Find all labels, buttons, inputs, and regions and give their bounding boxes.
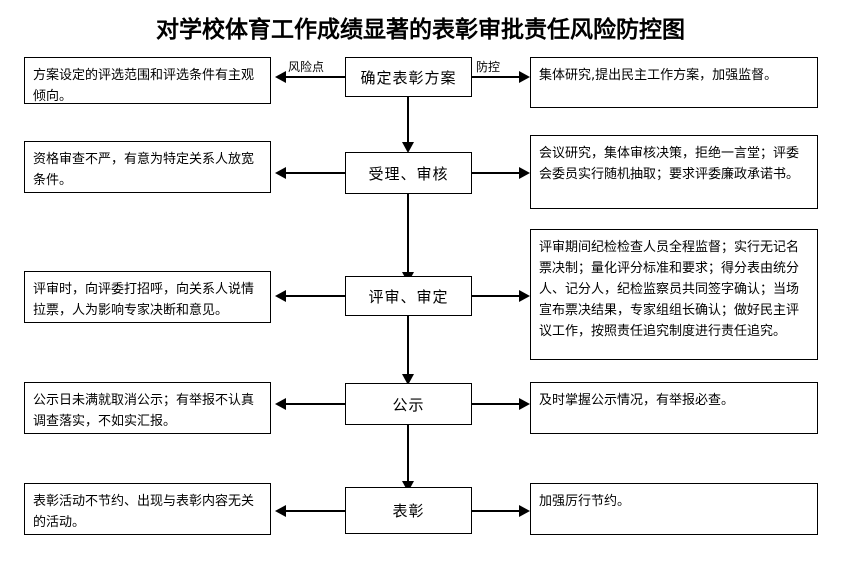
connector-risk-4 [286, 403, 345, 405]
control-box-4: 及时掌握公示情况，有举报必查。 [530, 382, 818, 434]
connector-control-2 [472, 172, 519, 174]
control-box-2: 会议研究，集体审核决策，拒绝一言堂；评委会委员实行随机抽取；要求评委廉政承诺书。 [530, 135, 818, 209]
connector-control-4 [472, 403, 519, 405]
connector-stage-1-2 [407, 97, 409, 146]
stage-box-4: 公示 [345, 383, 472, 425]
arrow-down-3 [402, 374, 414, 385]
arrow-down-1 [402, 142, 414, 153]
connector-control-3 [472, 295, 519, 297]
arrow-left-2 [275, 167, 286, 179]
stage-box-5: 表彰 [345, 487, 472, 534]
connector-risk-2 [286, 172, 345, 174]
connector-risk-3 [286, 295, 345, 297]
connector-stage-3-4 [407, 316, 409, 378]
arrow-right-2 [519, 167, 530, 179]
risk-box-3: 评审时，向评委打招呼，向关系人说情拉票，人为影响专家决断和意见。 [24, 271, 271, 323]
connector-stage-4-5 [407, 425, 409, 485]
page-title: 对学校体育工作成绩显著的表彰审批责任风险防控图 [156, 17, 685, 43]
arrow-right-1 [519, 71, 530, 83]
arrow-left-1 [275, 71, 286, 83]
risk-box-5: 表彰活动不节约、出现与表彰内容无关的活动。 [24, 483, 271, 535]
connector-stage-2-3 [407, 194, 409, 276]
edge-label-risk-1: 风险点 [288, 60, 325, 74]
stage-box-2: 受理、审核 [345, 152, 472, 194]
arrow-right-4 [519, 398, 530, 410]
arrow-down-4 [402, 481, 414, 492]
control-box-1: 集体研究,提出民主工作方案，加强监督。 [530, 57, 818, 108]
risk-box-4: 公示日未满就取消公示；有举报不认真调查落实，不如实汇报。 [24, 382, 271, 434]
risk-box-1: 方案设定的评选范围和评选条件有主观倾向。 [24, 57, 271, 104]
control-box-3: 评审期间纪检检查人员全程监督；实行无记名票决制；量化评分标准和要求；得分表由统分… [530, 229, 818, 360]
arrow-left-5 [275, 505, 286, 517]
arrow-left-4 [275, 398, 286, 410]
control-box-5: 加强厉行节约。 [530, 483, 818, 535]
connector-control-5 [472, 510, 519, 512]
connector-control-1 [472, 76, 519, 78]
stage-box-3: 评审、审定 [345, 276, 472, 316]
risk-box-2: 资格审查不严，有意为特定关系人放宽条件。 [24, 141, 271, 193]
arrow-right-3 [519, 290, 530, 302]
edge-label-control-1: 防控 [476, 60, 501, 74]
stage-box-1: 确定表彰方案 [345, 57, 472, 97]
connector-risk-5 [286, 510, 345, 512]
arrow-right-5 [519, 505, 530, 517]
connector-risk-1 [286, 76, 345, 78]
arrow-left-3 [275, 290, 286, 302]
